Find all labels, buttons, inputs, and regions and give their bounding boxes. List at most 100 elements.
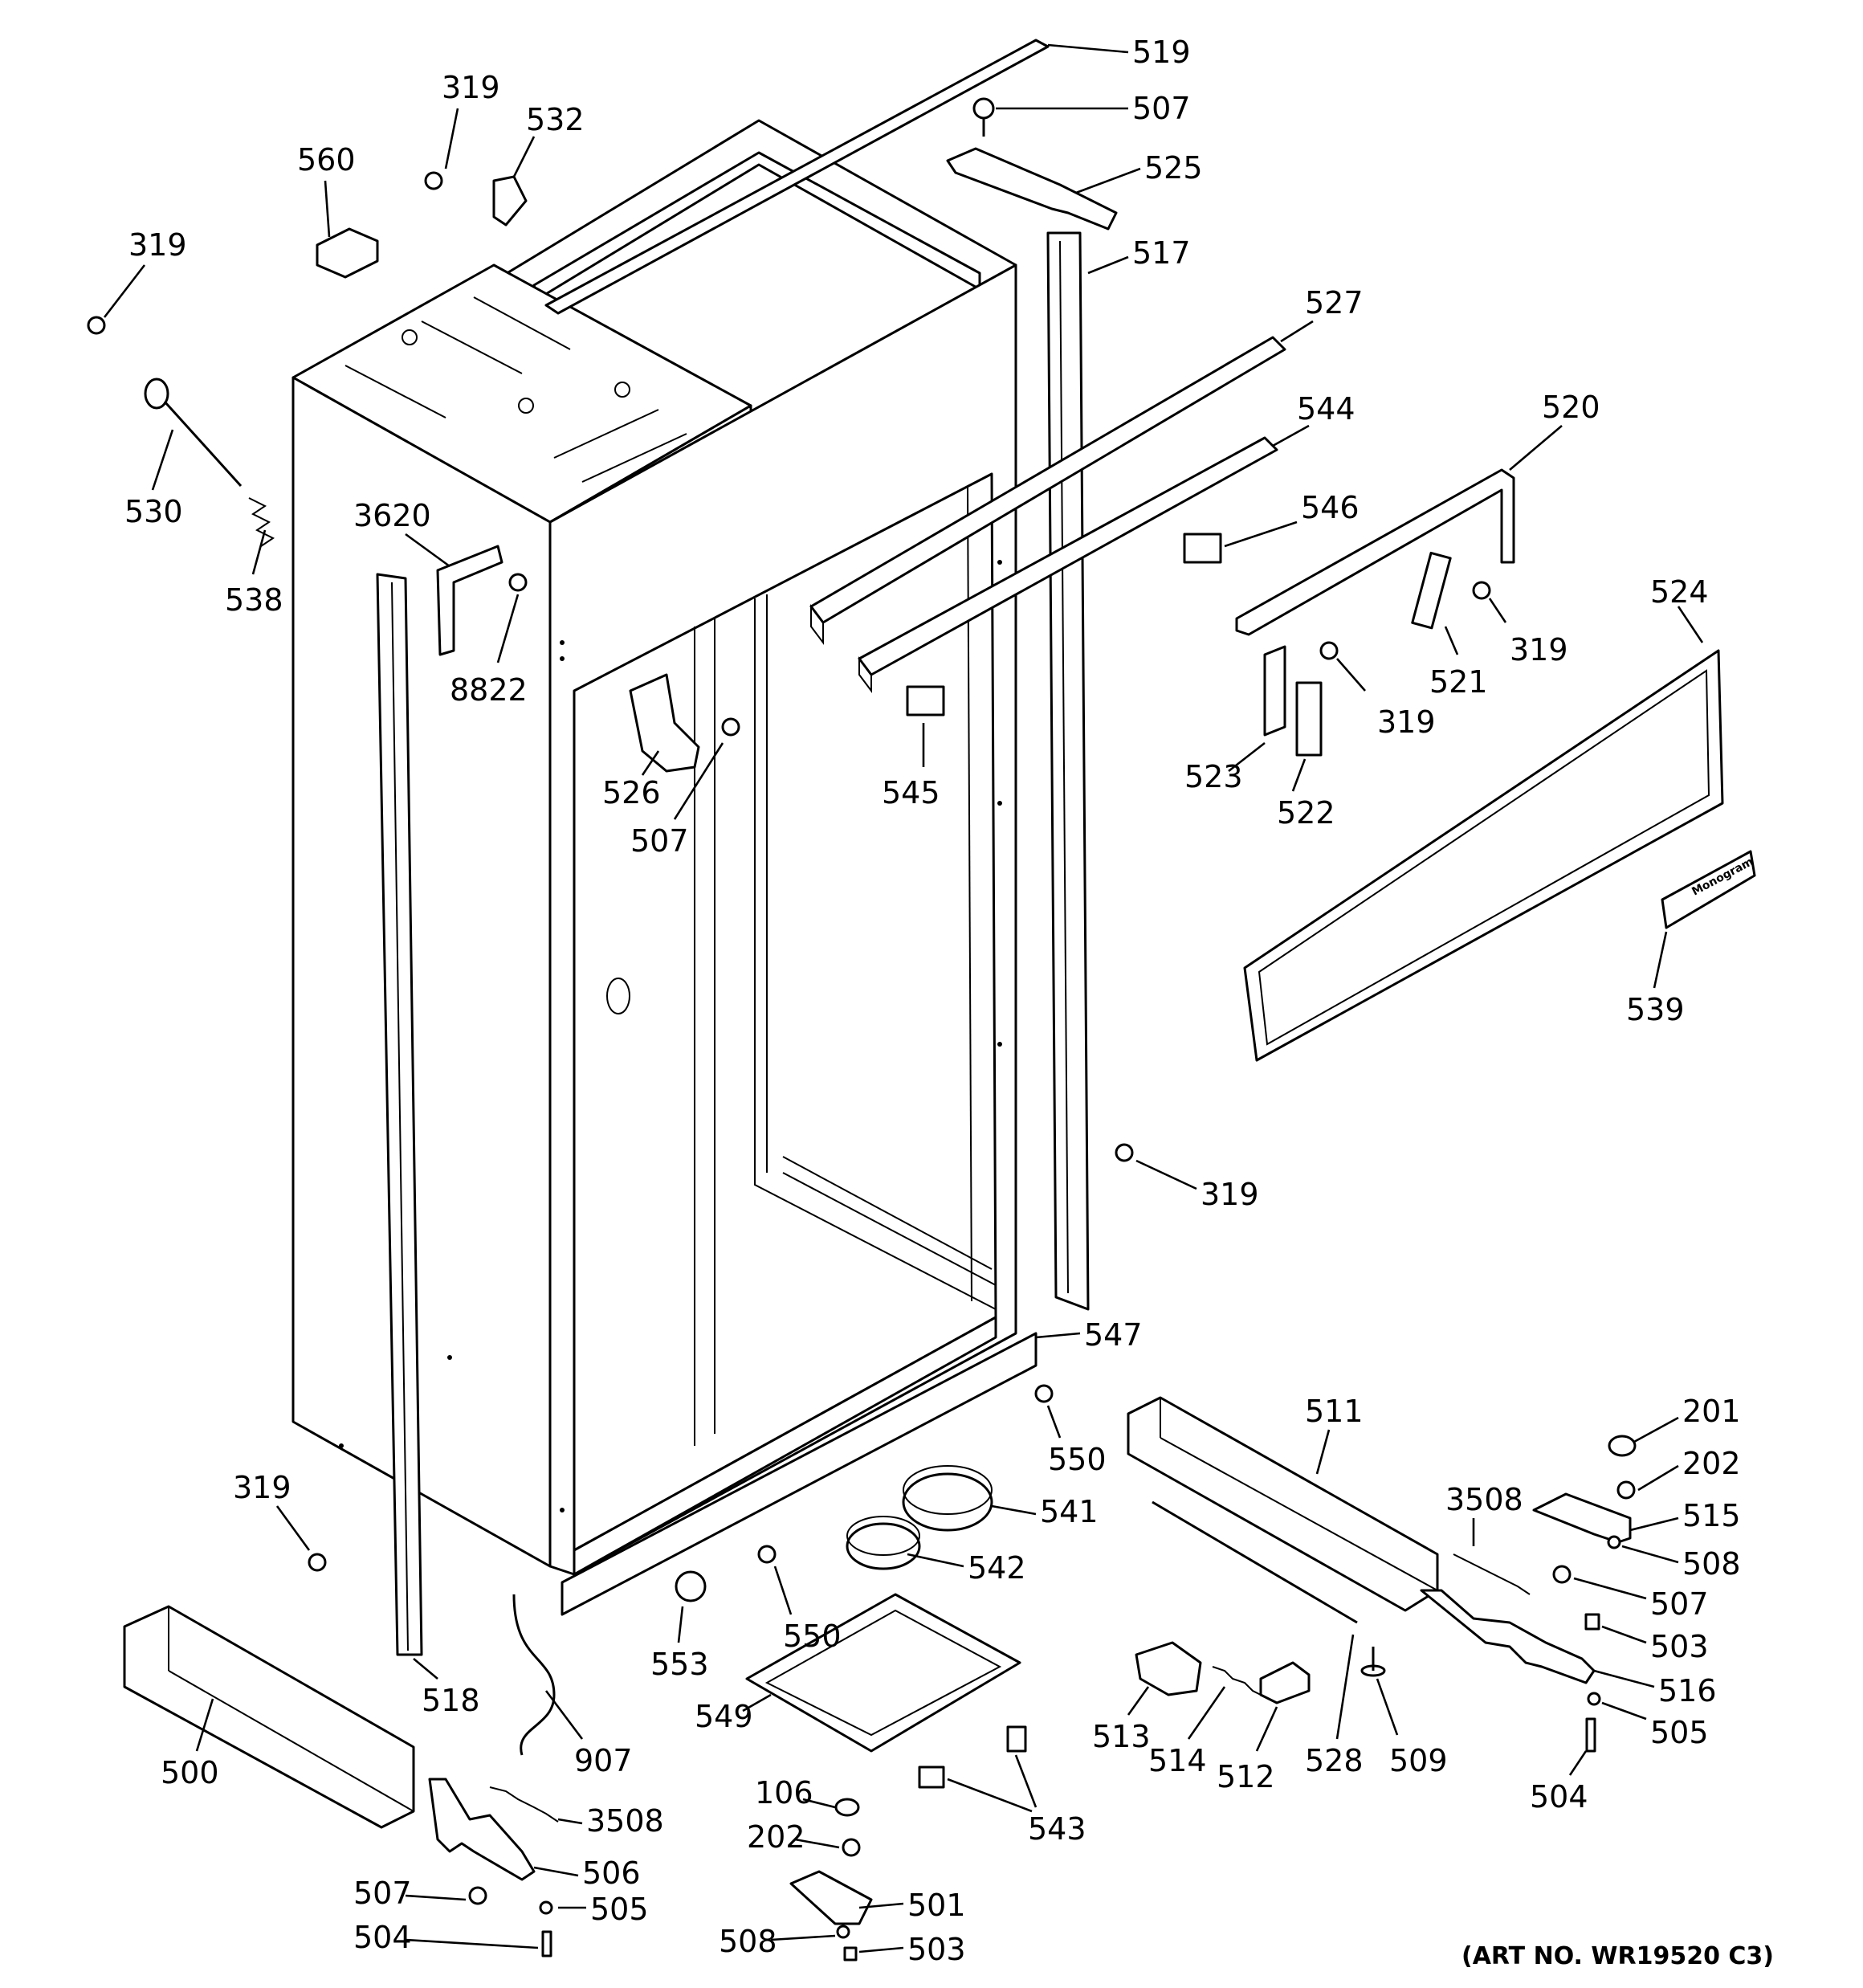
- part-319-screw: [424, 171, 443, 190]
- callout-319: 319: [1510, 632, 1568, 667]
- part-319-screw: [308, 1553, 327, 1572]
- part-202-stud: [842, 1838, 861, 1857]
- part-545-clip: [906, 685, 945, 716]
- callout-546: 546: [1301, 490, 1360, 525]
- part-550-screw: [1034, 1384, 1054, 1403]
- part-523-bracket: [1263, 645, 1286, 737]
- callout-507: 507: [1650, 1586, 1709, 1622]
- callout-527: 527: [1305, 285, 1364, 320]
- callout-503: 503: [907, 1932, 966, 1967]
- part-550-screw: [757, 1545, 777, 1564]
- callout-511: 511: [1305, 1394, 1364, 1429]
- part-500-housing: [123, 1605, 415, 1829]
- part-553-plug: [675, 1570, 707, 1602]
- callout-507: 507: [353, 1876, 412, 1911]
- callout-545: 545: [882, 775, 940, 810]
- part-547-strip: [561, 1332, 1037, 1616]
- callout-517: 517: [1132, 235, 1191, 271]
- part-106-bushing: [834, 1798, 860, 1817]
- callout-505: 505: [590, 1892, 649, 1927]
- callout-515: 515: [1682, 1498, 1741, 1533]
- callout-543: 543: [1028, 1811, 1086, 1847]
- part-505-nut: [1587, 1692, 1601, 1706]
- callout-538: 538: [225, 582, 283, 618]
- callout-503: 503: [1650, 1629, 1709, 1664]
- part-8822-screw: [508, 573, 528, 592]
- part-202-stud: [1616, 1480, 1636, 1500]
- part-319-screw: [87, 316, 106, 335]
- part-521-latch: [1411, 551, 1452, 630]
- callout-505: 505: [1650, 1715, 1709, 1750]
- callout-907: 907: [574, 1743, 633, 1778]
- callout-513: 513: [1092, 1719, 1151, 1754]
- part-503-spacer: [843, 1946, 858, 1961]
- part-3508-spring: [1453, 1553, 1531, 1595]
- part-543-clip: [1006, 1725, 1027, 1753]
- part-505-nut: [539, 1900, 553, 1915]
- part-513-actuator: [1135, 1641, 1202, 1696]
- part-507-screw: [1552, 1565, 1572, 1584]
- callout-202: 202: [747, 1819, 805, 1855]
- part-319-screw: [1115, 1143, 1134, 1162]
- art-number: (ART NO. WR19520 C3): [1461, 1942, 1774, 1970]
- part-541-transformer: [902, 1465, 993, 1532]
- callout-526: 526: [602, 775, 661, 810]
- part-528-rod: [1152, 1500, 1358, 1624]
- part-526-hinge: [629, 673, 700, 773]
- part-525-hinge-plate: [946, 147, 1118, 231]
- callout-522: 522: [1277, 795, 1335, 831]
- callout-507: 507: [630, 823, 689, 859]
- callout-201: 201: [1682, 1394, 1741, 1429]
- callout-509: 509: [1389, 1743, 1448, 1778]
- part-522-latch: [1295, 681, 1323, 757]
- part-538-spring: [248, 497, 275, 547]
- part-907-tube: [512, 1594, 556, 1756]
- part-201-cap: [1608, 1435, 1637, 1457]
- part-514-spring: [1212, 1666, 1262, 1696]
- part-560-bracket: [316, 227, 379, 279]
- callout-3508: 3508: [586, 1803, 664, 1839]
- callout-512: 512: [1217, 1759, 1275, 1794]
- callout-520: 520: [1542, 390, 1600, 425]
- callout-202: 202: [1682, 1446, 1741, 1481]
- part-530-rod: [144, 378, 243, 488]
- callout-319: 319: [1377, 704, 1436, 740]
- callout-504: 504: [1530, 1779, 1588, 1815]
- part-503-spacer: [1584, 1613, 1600, 1631]
- callout-523: 523: [1184, 759, 1243, 794]
- callout-550: 550: [783, 1619, 842, 1654]
- callout-319: 319: [442, 70, 500, 105]
- callout-542: 542: [968, 1550, 1026, 1586]
- part-507-screw: [721, 717, 740, 737]
- callout-508: 508: [719, 1924, 777, 1959]
- part-549-tray: [745, 1593, 1021, 1753]
- part-519-top-rail: [544, 39, 1050, 315]
- callout-516: 516: [1658, 1673, 1717, 1708]
- part-507-screw: [468, 1886, 487, 1905]
- part-504-pin: [1585, 1717, 1596, 1753]
- part-512-bracket: [1259, 1661, 1311, 1704]
- callout-506: 506: [582, 1855, 641, 1891]
- part-506-arm: [428, 1778, 536, 1881]
- callout-532: 532: [526, 102, 585, 137]
- callout-501: 501: [907, 1888, 966, 1923]
- callout-319: 319: [1201, 1177, 1259, 1212]
- part-319-screw: [1319, 641, 1339, 660]
- callout-549: 549: [695, 1699, 753, 1734]
- callout-labels: 519 507 525 517 527 544 520 546 524 319 …: [124, 35, 1741, 1967]
- callout-106: 106: [755, 1775, 813, 1810]
- callout-514: 514: [1148, 1743, 1207, 1778]
- callout-507: 507: [1132, 91, 1191, 126]
- callout-550: 550: [1048, 1442, 1107, 1477]
- part-3508-spring: [489, 1786, 559, 1823]
- part-520-trim: [1235, 468, 1515, 636]
- part-517-vertical-strip: [1046, 231, 1090, 1311]
- part-539-badge: Monogram: [1661, 850, 1756, 929]
- part-543-clip: [918, 1766, 945, 1789]
- part-504-pin: [541, 1930, 552, 1957]
- part-508-pin: [836, 1925, 850, 1939]
- callout-519: 519: [1132, 35, 1191, 70]
- callout-560: 560: [297, 142, 356, 178]
- part-542-transformer: [846, 1516, 921, 1570]
